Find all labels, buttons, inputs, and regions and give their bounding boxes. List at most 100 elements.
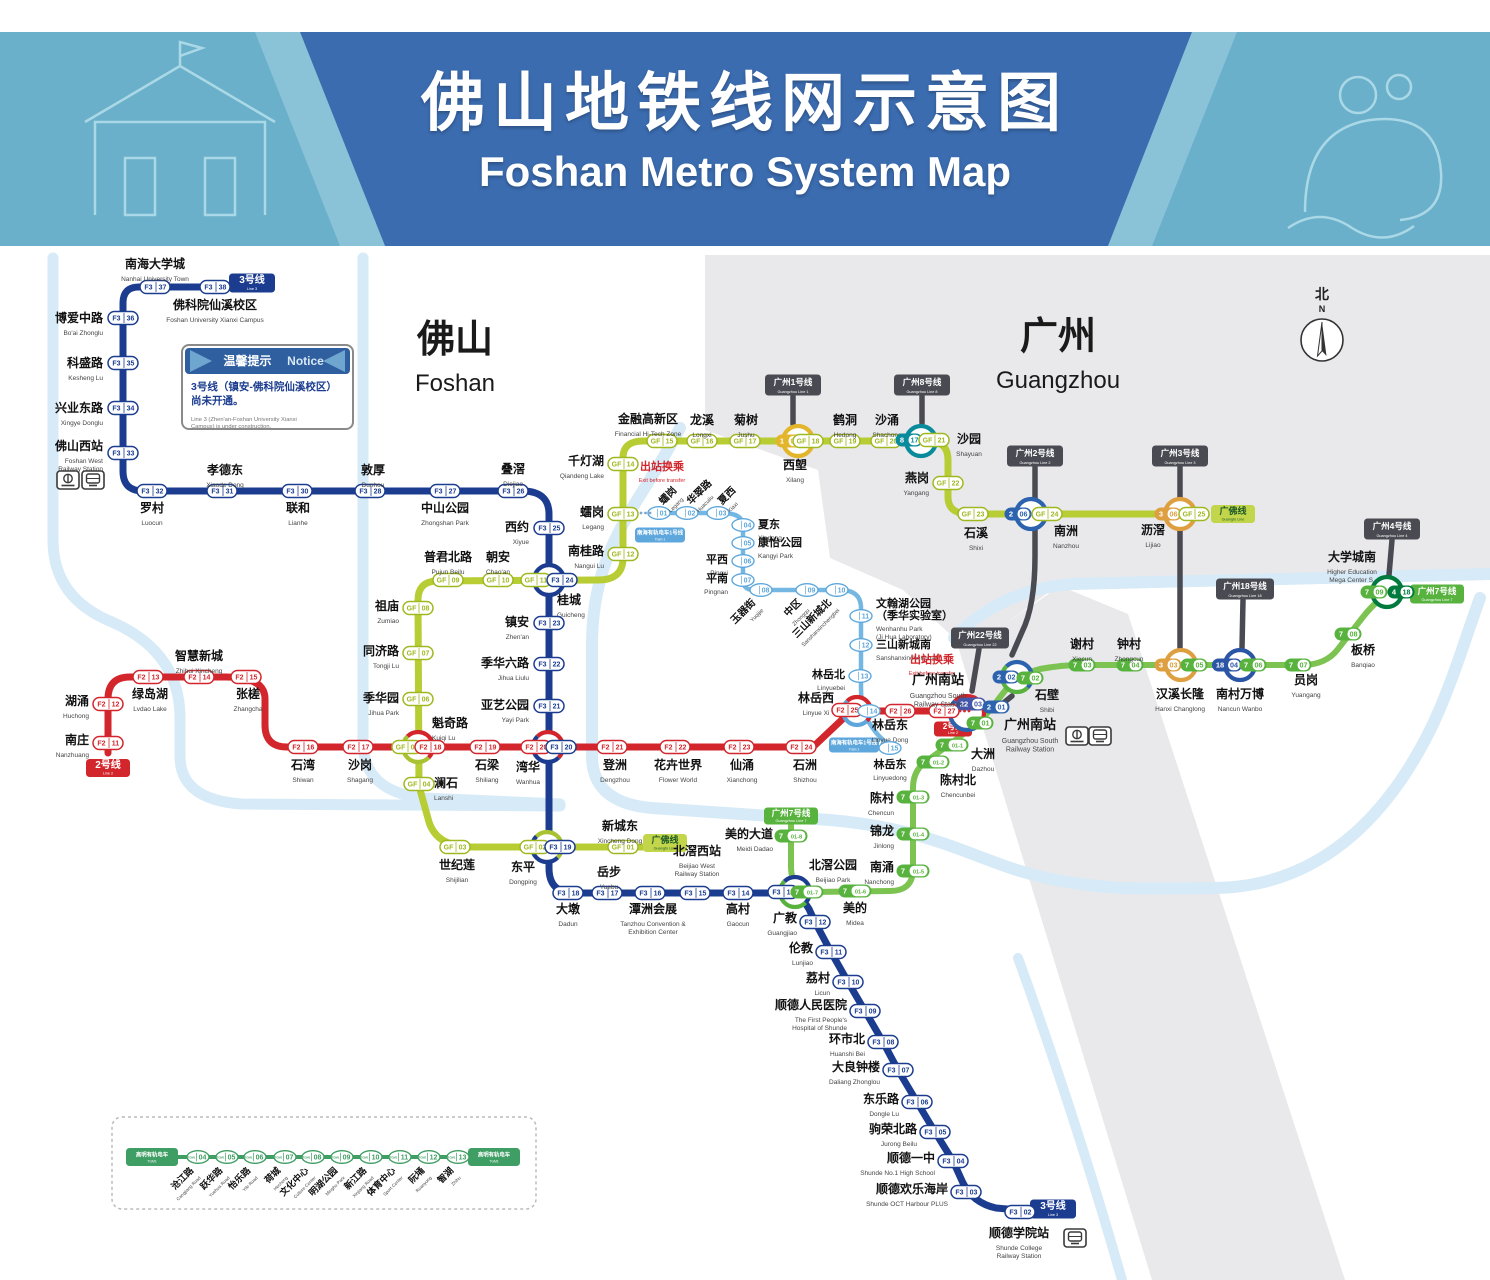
svg-text:13: 13 bbox=[627, 512, 635, 519]
svg-text:10: 10 bbox=[838, 588, 846, 595]
svg-text:Zhongcun: Zhongcun bbox=[1115, 656, 1144, 663]
svg-text:Yuangang: Yuangang bbox=[1291, 692, 1321, 699]
svg-text:09: 09 bbox=[343, 1155, 351, 1162]
svg-text:Tanzhou Convention &: Tanzhou Convention & bbox=[620, 921, 686, 928]
svg-text:06: 06 bbox=[1255, 660, 1263, 669]
svg-text:7: 7 bbox=[1244, 661, 1248, 670]
svg-text:TGM1: TGM1 bbox=[147, 1160, 157, 1164]
svg-text:13: 13 bbox=[459, 1155, 467, 1162]
train-icon bbox=[81, 470, 105, 490]
svg-text:F3: F3 bbox=[538, 621, 546, 628]
svg-text:Bo'ai Zhonglu: Bo'ai Zhonglu bbox=[63, 330, 103, 337]
svg-text:锦龙: 锦龙 bbox=[870, 823, 894, 838]
svg-text:Nanzhou: Nanzhou bbox=[1053, 543, 1079, 550]
svg-text:25: 25 bbox=[553, 526, 561, 533]
svg-text:沥滘: 沥滘 bbox=[1141, 523, 1165, 537]
svg-text:Diejiao: Diejiao bbox=[503, 481, 523, 488]
svg-text:Nanchong: Nanchong bbox=[864, 879, 894, 886]
railway-logo-icon bbox=[56, 470, 80, 490]
svg-text:大墩: 大墩 bbox=[556, 901, 581, 916]
svg-text:3: 3 bbox=[1159, 510, 1163, 519]
svg-text:18: 18 bbox=[572, 891, 580, 898]
svg-text:01: 01 bbox=[660, 511, 668, 518]
svg-text:18: 18 bbox=[1403, 587, 1411, 596]
svg-text:Sanshanxinchengnan: Sanshanxinchengnan bbox=[876, 655, 939, 662]
svg-text:绿岛湖: 绿岛湖 bbox=[132, 686, 168, 701]
svg-text:南涌: 南涌 bbox=[870, 859, 894, 874]
svg-text:TGM1: TGM1 bbox=[419, 1156, 427, 1160]
svg-text:Chencunbei: Chencunbei bbox=[941, 792, 976, 799]
svg-text:01-7: 01-7 bbox=[807, 890, 818, 896]
svg-text:顺德欢乐海岸: 顺德欢乐海岸 bbox=[876, 1181, 948, 1196]
svg-text:Nanzhuang: Nanzhuang bbox=[56, 752, 90, 759]
svg-text:Qiandeng Lake: Qiandeng Lake bbox=[560, 473, 604, 480]
svg-text:GF: GF bbox=[834, 439, 844, 446]
svg-text:F3: F3 bbox=[286, 489, 294, 496]
svg-text:01-2: 01-2 bbox=[933, 760, 944, 766]
svg-text:F3: F3 bbox=[596, 891, 604, 898]
svg-text:Flower World: Flower World bbox=[659, 777, 698, 784]
svg-text:科盛路: 科盛路 bbox=[67, 355, 104, 370]
svg-text:（季华实验室）: （季华实验室） bbox=[876, 608, 953, 622]
svg-text:01-6: 01-6 bbox=[855, 889, 866, 895]
svg-text:F3: F3 bbox=[112, 361, 120, 368]
svg-text:Shunde No.1 High School: Shunde No.1 High School bbox=[860, 1170, 935, 1177]
map-title: 佛山地铁线网示意图 bbox=[421, 67, 1069, 139]
svg-text:10: 10 bbox=[852, 980, 860, 987]
station-badge: 10 bbox=[825, 583, 849, 598]
svg-text:罗村: 罗村 bbox=[140, 500, 164, 515]
svg-text:16: 16 bbox=[706, 439, 714, 446]
svg-text:GF: GF bbox=[525, 578, 535, 585]
svg-text:湖涌: 湖涌 bbox=[65, 693, 89, 708]
svg-text:Shiliang: Shiliang bbox=[475, 777, 499, 784]
svg-text:7: 7 bbox=[1021, 674, 1025, 683]
svg-text:Nancun Wanbo: Nancun Wanbo bbox=[1218, 706, 1263, 713]
svg-text:Zhihu: Zhihu bbox=[450, 1175, 462, 1187]
svg-text:Tram 1: Tram 1 bbox=[849, 748, 860, 752]
svg-text:10: 10 bbox=[372, 1155, 380, 1162]
continuation-dots bbox=[639, 511, 971, 713]
svg-text:普君北路: 普君北路 bbox=[424, 549, 473, 564]
rivers bbox=[47, 252, 1490, 1280]
svg-text:佛山西站: 佛山西站 bbox=[54, 438, 103, 453]
svg-text:12: 12 bbox=[112, 702, 120, 709]
svg-text:3号线（镇安-佛科院仙溪校区）: 3号线（镇安-佛科院仙溪校区） bbox=[191, 380, 337, 393]
station-badge: 08 bbox=[749, 583, 773, 598]
svg-text:南庄: 南庄 bbox=[65, 732, 89, 747]
svg-text:09: 09 bbox=[1376, 587, 1384, 596]
svg-text:01: 01 bbox=[627, 845, 635, 852]
svg-text:F2: F2 bbox=[97, 702, 105, 709]
svg-text:林岳西: 林岳西 bbox=[798, 690, 834, 705]
svg-text:F3: F3 bbox=[144, 285, 152, 292]
